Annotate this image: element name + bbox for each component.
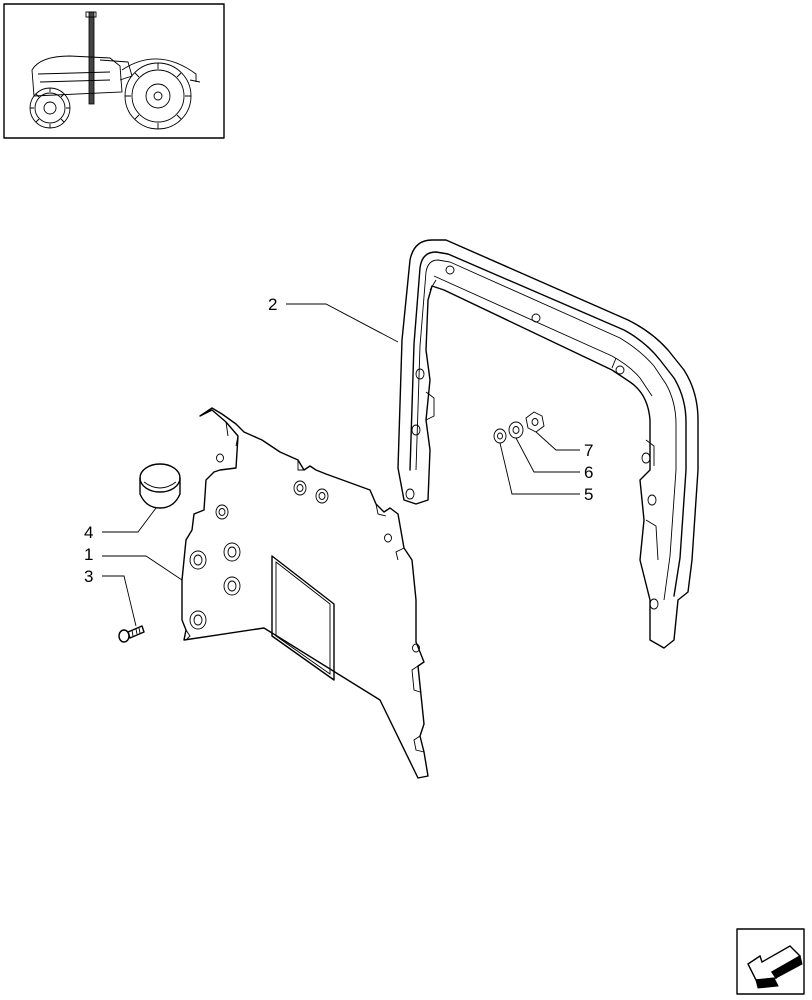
callout-3: 3	[84, 567, 93, 586]
callout-1: 1	[84, 545, 93, 564]
frame-part-2	[397, 239, 699, 649]
panel-part-1	[181, 407, 429, 779]
callout-5: 5	[584, 485, 593, 504]
callout-4: 4	[84, 523, 93, 542]
next-page-arrow-icon[interactable]	[736, 928, 805, 995]
callout-7: 7	[584, 441, 593, 460]
screw-part-3	[118, 625, 145, 643]
washer-part-6	[508, 421, 524, 439]
callout-6: 6	[584, 463, 593, 482]
washer-part-5	[493, 428, 507, 444]
nut-part-7	[525, 411, 545, 433]
callout-2: 2	[268, 295, 277, 314]
cap-part-4	[139, 463, 181, 509]
leader-lines	[102, 303, 580, 627]
tractor-thumbnail-icon	[3, 3, 225, 139]
